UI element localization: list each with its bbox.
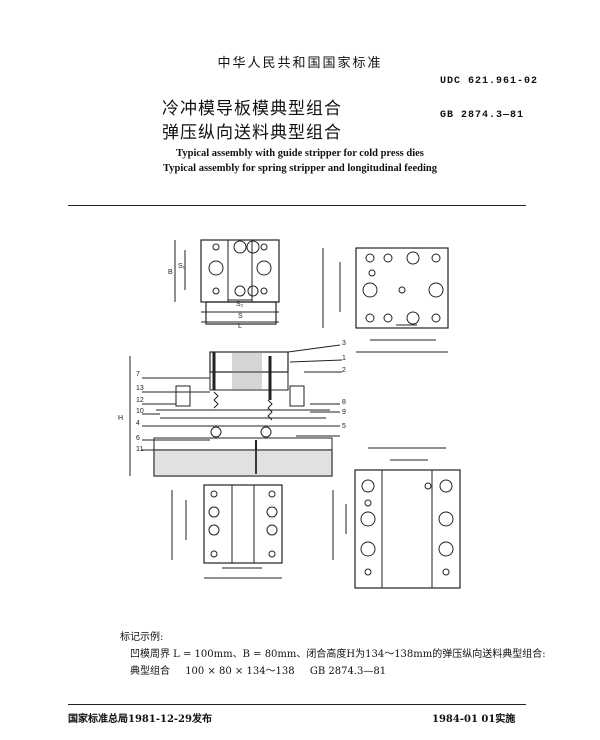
part-1: 1	[342, 355, 346, 362]
section-view	[129, 344, 343, 477]
example-label: 标记示例:	[120, 632, 164, 643]
part-8: 8	[342, 399, 346, 406]
part-7: 7	[136, 371, 140, 378]
dim-label-S: S	[238, 313, 243, 320]
top-view-right	[322, 247, 449, 353]
part-10: 10	[136, 408, 144, 415]
dim-label-B: B	[168, 269, 173, 276]
standard-organization: 中华人民共和国国家标准	[217, 56, 383, 71]
top-view-upper	[174, 239, 280, 325]
part-5: 5	[342, 423, 346, 430]
part-2: 2	[342, 367, 346, 374]
dim-label-S2: S₂	[236, 301, 244, 308]
example-spec: 100 × 80 × 134～138	[185, 666, 295, 677]
issue-date: 国家标准总局1981-12-29发布	[68, 714, 212, 725]
part-11: 11	[136, 446, 143, 453]
gb-number: GB 2874.3—81	[440, 110, 525, 121]
header-rule	[68, 205, 526, 206]
part-12: 12	[136, 397, 144, 404]
footer-rule	[68, 704, 526, 705]
bottom-view-right	[332, 447, 461, 589]
part-9: 9	[342, 409, 346, 416]
bottom-view-left	[171, 484, 283, 579]
udc-code: UDC 621.961-02	[440, 76, 539, 87]
example-std: GB 2874.3—81	[309, 666, 387, 677]
dim-label-L: L	[238, 323, 242, 330]
part-4: 4	[136, 420, 140, 427]
technical-drawing: B S₁ S₂ S L H 7 13 12 10 4 6 11 3 1 2 8 …	[118, 239, 461, 589]
dim-label-S1: S₁	[178, 263, 186, 270]
part-13: 13	[136, 385, 144, 392]
title-en-line1: Typical assembly with guide stripper for…	[176, 148, 424, 159]
title-en-line2: Typical assembly for spring stripper and…	[163, 163, 437, 174]
part-6: 6	[136, 435, 140, 442]
example-prefix: 典型组合	[130, 666, 170, 677]
example-line1: 凹模周界 L = 100mm、B = 80mm、闭合高度H为134～138mm的…	[130, 649, 546, 660]
title-cn-line2: 弹压纵向送料典型组合	[162, 123, 342, 143]
dim-label-H: H	[118, 415, 123, 422]
part-3: 3	[342, 340, 346, 347]
effective-date: 1984-01 01实施	[432, 714, 516, 725]
title-cn-line1: 冷冲模导板模典型组合	[162, 99, 342, 119]
example-line2: 典型组合 100 × 80 × 134～138 GB 2874.3—81	[130, 662, 398, 677]
